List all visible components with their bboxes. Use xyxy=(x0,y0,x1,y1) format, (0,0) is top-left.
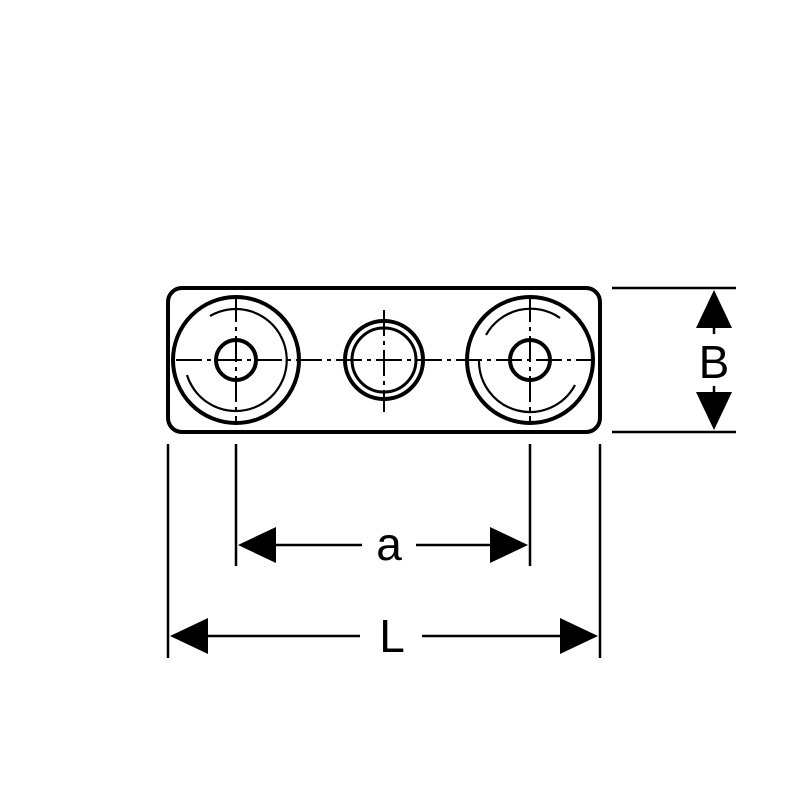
right-boss-inner-arc xyxy=(477,359,576,414)
dimension-a-arrow-left xyxy=(238,527,276,563)
plate-outline xyxy=(166,286,602,434)
dimension-l-arrow-left xyxy=(170,618,208,654)
dimension-a-label: a xyxy=(376,518,402,570)
extension-lines xyxy=(166,286,736,658)
left-boss-inner-arc xyxy=(185,307,288,413)
dimension-l: L xyxy=(170,610,598,662)
right-boss-inner-arc-top xyxy=(485,307,561,336)
dimension-b: B xyxy=(696,290,732,430)
part-body xyxy=(166,286,602,434)
center-lines xyxy=(176,296,592,424)
dimension-a: a xyxy=(238,518,528,570)
dimension-b-arrow-bottom xyxy=(696,392,732,430)
dimension-a-arrow-right xyxy=(490,527,528,563)
dimension-b-label: B xyxy=(699,336,730,388)
dimension-l-label: L xyxy=(379,610,405,662)
dimension-b-arrow-top xyxy=(696,290,732,328)
dimension-l-arrow-right xyxy=(560,618,598,654)
